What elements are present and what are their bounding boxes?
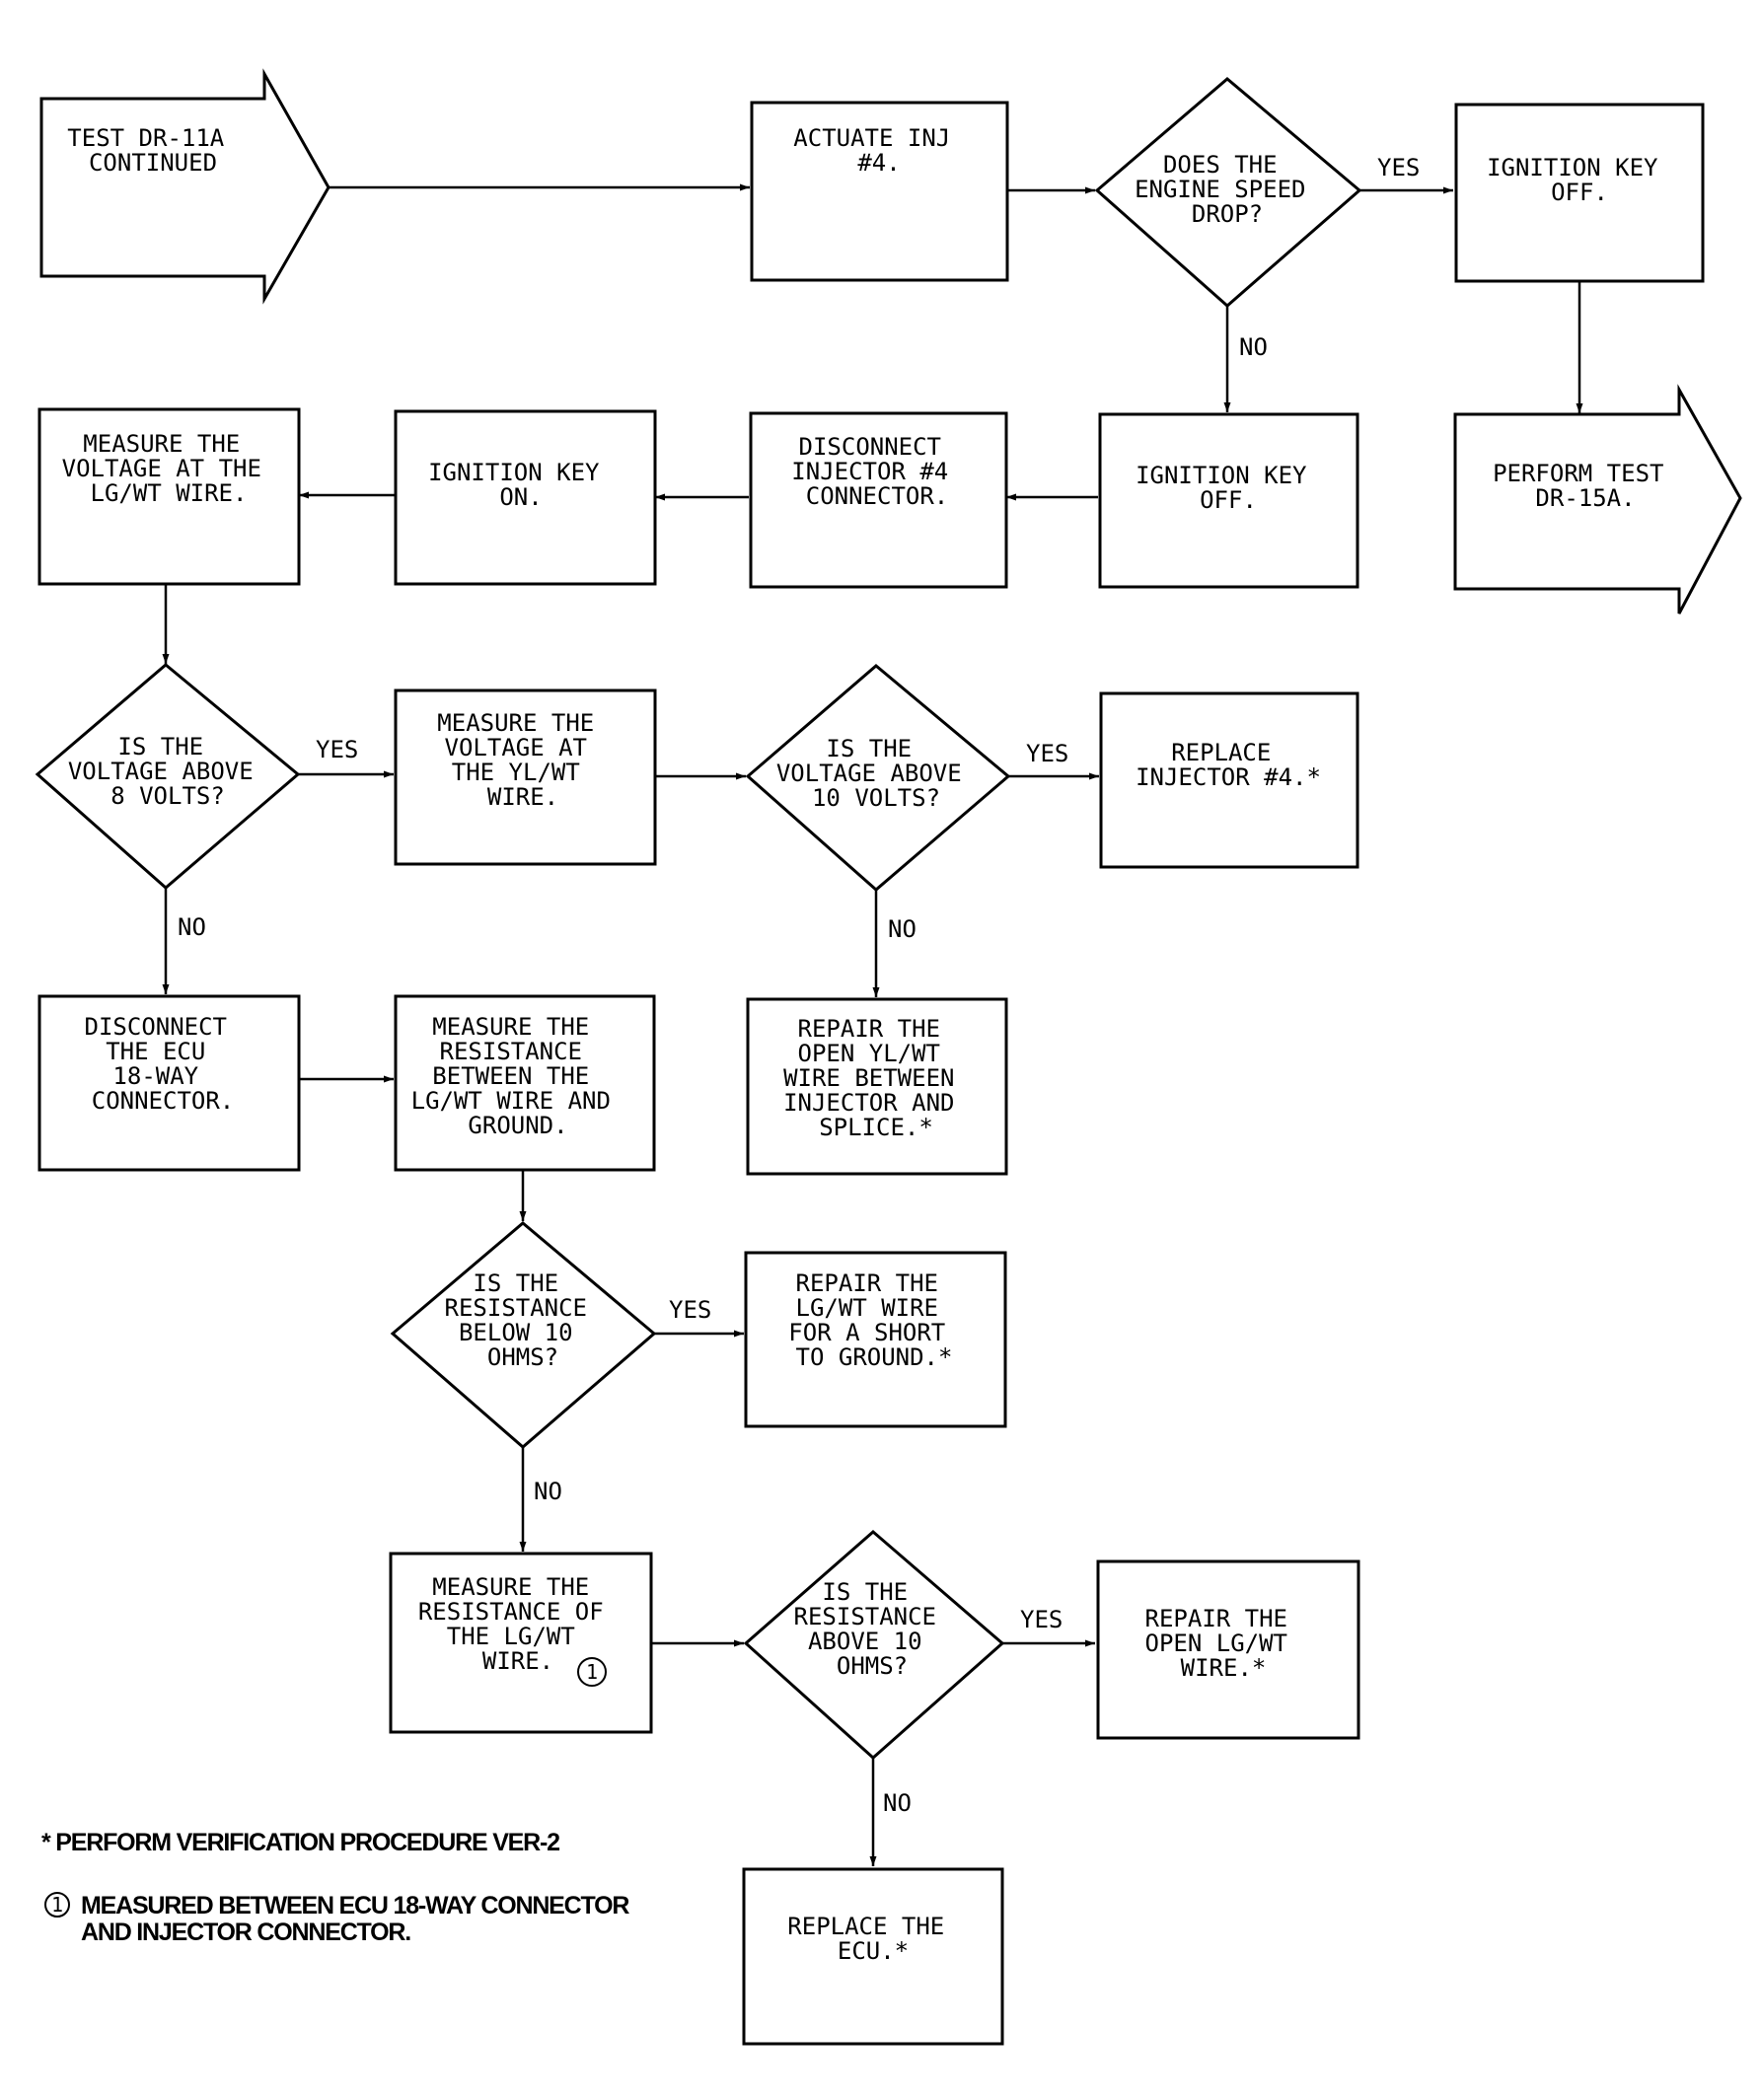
disconnect-ecu-label: DISCONNECT THE ECU 18-WAY CONNECTOR. (85, 1013, 242, 1115)
box-replace-inj (1099, 691, 1359, 869)
perform-test-arrow-shape (1453, 384, 1742, 615)
yes-label-speed-drop: YES (1377, 154, 1420, 181)
diamond-volt-8 (35, 663, 301, 890)
no-label-volt-8: NO (178, 913, 206, 941)
box-repair-ylwt (746, 997, 1008, 1176)
footnote-verification: * PERFORM VERIFICATION PROCEDURE VER-2 (41, 1829, 559, 1856)
volt-10-label: IS THE VOLTAGE ABOVE 10 VOLTS? (776, 735, 976, 812)
speed-drop-label: DOES THE ENGINE SPEED DROP? (1135, 151, 1320, 228)
yes-label-res-above: YES (1020, 1606, 1063, 1633)
measure-ylwt-label: MEASURE THE VOLTAGE AT THE YL/WT WIRE. (437, 709, 608, 811)
footnote-measured-line1: MEASURED BETWEEN ECU 18-WAY CONNECTOR (81, 1892, 629, 1919)
res-above-label: IS THE RESISTANCE ABOVE 10 OHMS? (794, 1578, 951, 1680)
no-label-res-below: NO (534, 1478, 562, 1505)
node-text: TEST DR-11A CONTINUED ACTUATE INJ #4. DO… (62, 124, 1678, 1965)
footnotes: * PERFORM VERIFICATION PROCEDURE VER-2 1… (41, 1829, 631, 1946)
box-measure-lgwt (37, 407, 301, 586)
footnote-measured-line2: AND INJECTOR CONNECTOR. (81, 1919, 410, 1946)
start-arrow-shape (39, 68, 330, 305)
box-key-on (394, 409, 657, 586)
no-label-speed-drop: NO (1239, 333, 1268, 361)
box-disconnect-ecu (37, 994, 301, 1172)
key-on-label: IGNITION KEY ON. (428, 459, 614, 511)
diamond-res-above (743, 1530, 1005, 1761)
footnote-1-marker: 1 (51, 1893, 63, 1917)
no-label-volt-10: NO (888, 915, 917, 943)
note-1-marker-in-box: 1 (586, 1660, 598, 1684)
box-actuate (750, 101, 1009, 282)
box-repair-short (744, 1251, 1007, 1428)
disconnect-inj-label: DISCONNECT INJECTOR #4 CONNECTOR. (791, 433, 962, 510)
footnote-1-circle (44, 1892, 70, 1918)
connectors (162, 183, 1583, 1866)
yes-label-volt-10: YES (1026, 740, 1068, 767)
note-1-circle-in-box (577, 1657, 607, 1687)
repair-ylwt-label: REPAIR THE OPEN YL/WT WIRE BETWEEN INJEC… (783, 1015, 969, 1141)
box-replace-ecu (742, 1867, 1004, 2046)
box-measure-ylwt (394, 688, 657, 866)
yes-label-volt-8: YES (316, 736, 358, 763)
repair-open-label: REPAIR THE OPEN LG/WT WIRE.* (1145, 1605, 1302, 1682)
actuate-label: ACTUATE INJ #4. (793, 124, 964, 177)
box-key-off-1 (1454, 103, 1705, 283)
box-measure-res-gnd (394, 994, 656, 1172)
repair-short-label: REPAIR THE LG/WT WIRE FOR A SHORT TO GRO… (788, 1269, 959, 1371)
measure-res-gnd-label: MEASURE THE RESISTANCE BETWEEN THE LG/WT… (411, 1013, 625, 1139)
measure-lgwt-label: MEASURE THE VOLTAGE AT THE LG/WT WIRE. (62, 430, 276, 507)
box-measure-res-wire (389, 1552, 653, 1734)
replace-inj-label: REPLACE INJECTOR #4.* (1136, 739, 1321, 791)
shapes (35, 68, 1742, 2046)
key-off-1-label: IGNITION KEY OFF. (1487, 154, 1672, 206)
replace-ecu-label: REPLACE THE ECU.* (787, 1913, 958, 1965)
branch-labels: YES NO YES NO YES NO YES NO YES NO (178, 154, 1420, 1817)
box-disconnect-inj (749, 411, 1008, 589)
no-label-res-above: NO (883, 1789, 912, 1817)
diamond-res-below (390, 1221, 657, 1449)
diamond-speed-drop (1094, 77, 1362, 308)
box-key-off-2 (1098, 412, 1359, 589)
res-below-label: IS THE RESISTANCE BELOW 10 OHMS? (445, 1269, 602, 1371)
perform-test-label: PERFORM TEST DR-15A. (1493, 460, 1678, 512)
measure-res-wire-label: MEASURE THE RESISTANCE OF THE LG/WT WIRE… (418, 1573, 618, 1675)
key-off-2-label: IGNITION KEY OFF. (1136, 462, 1321, 514)
diamond-volt-10 (745, 664, 1011, 892)
start-label: TEST DR-11A CONTINUED (67, 124, 238, 177)
volt-8-label: IS THE VOLTAGE ABOVE 8 VOLTS? (68, 733, 267, 810)
box-repair-open (1096, 1559, 1360, 1740)
yes-label-res-below: YES (669, 1296, 711, 1324)
